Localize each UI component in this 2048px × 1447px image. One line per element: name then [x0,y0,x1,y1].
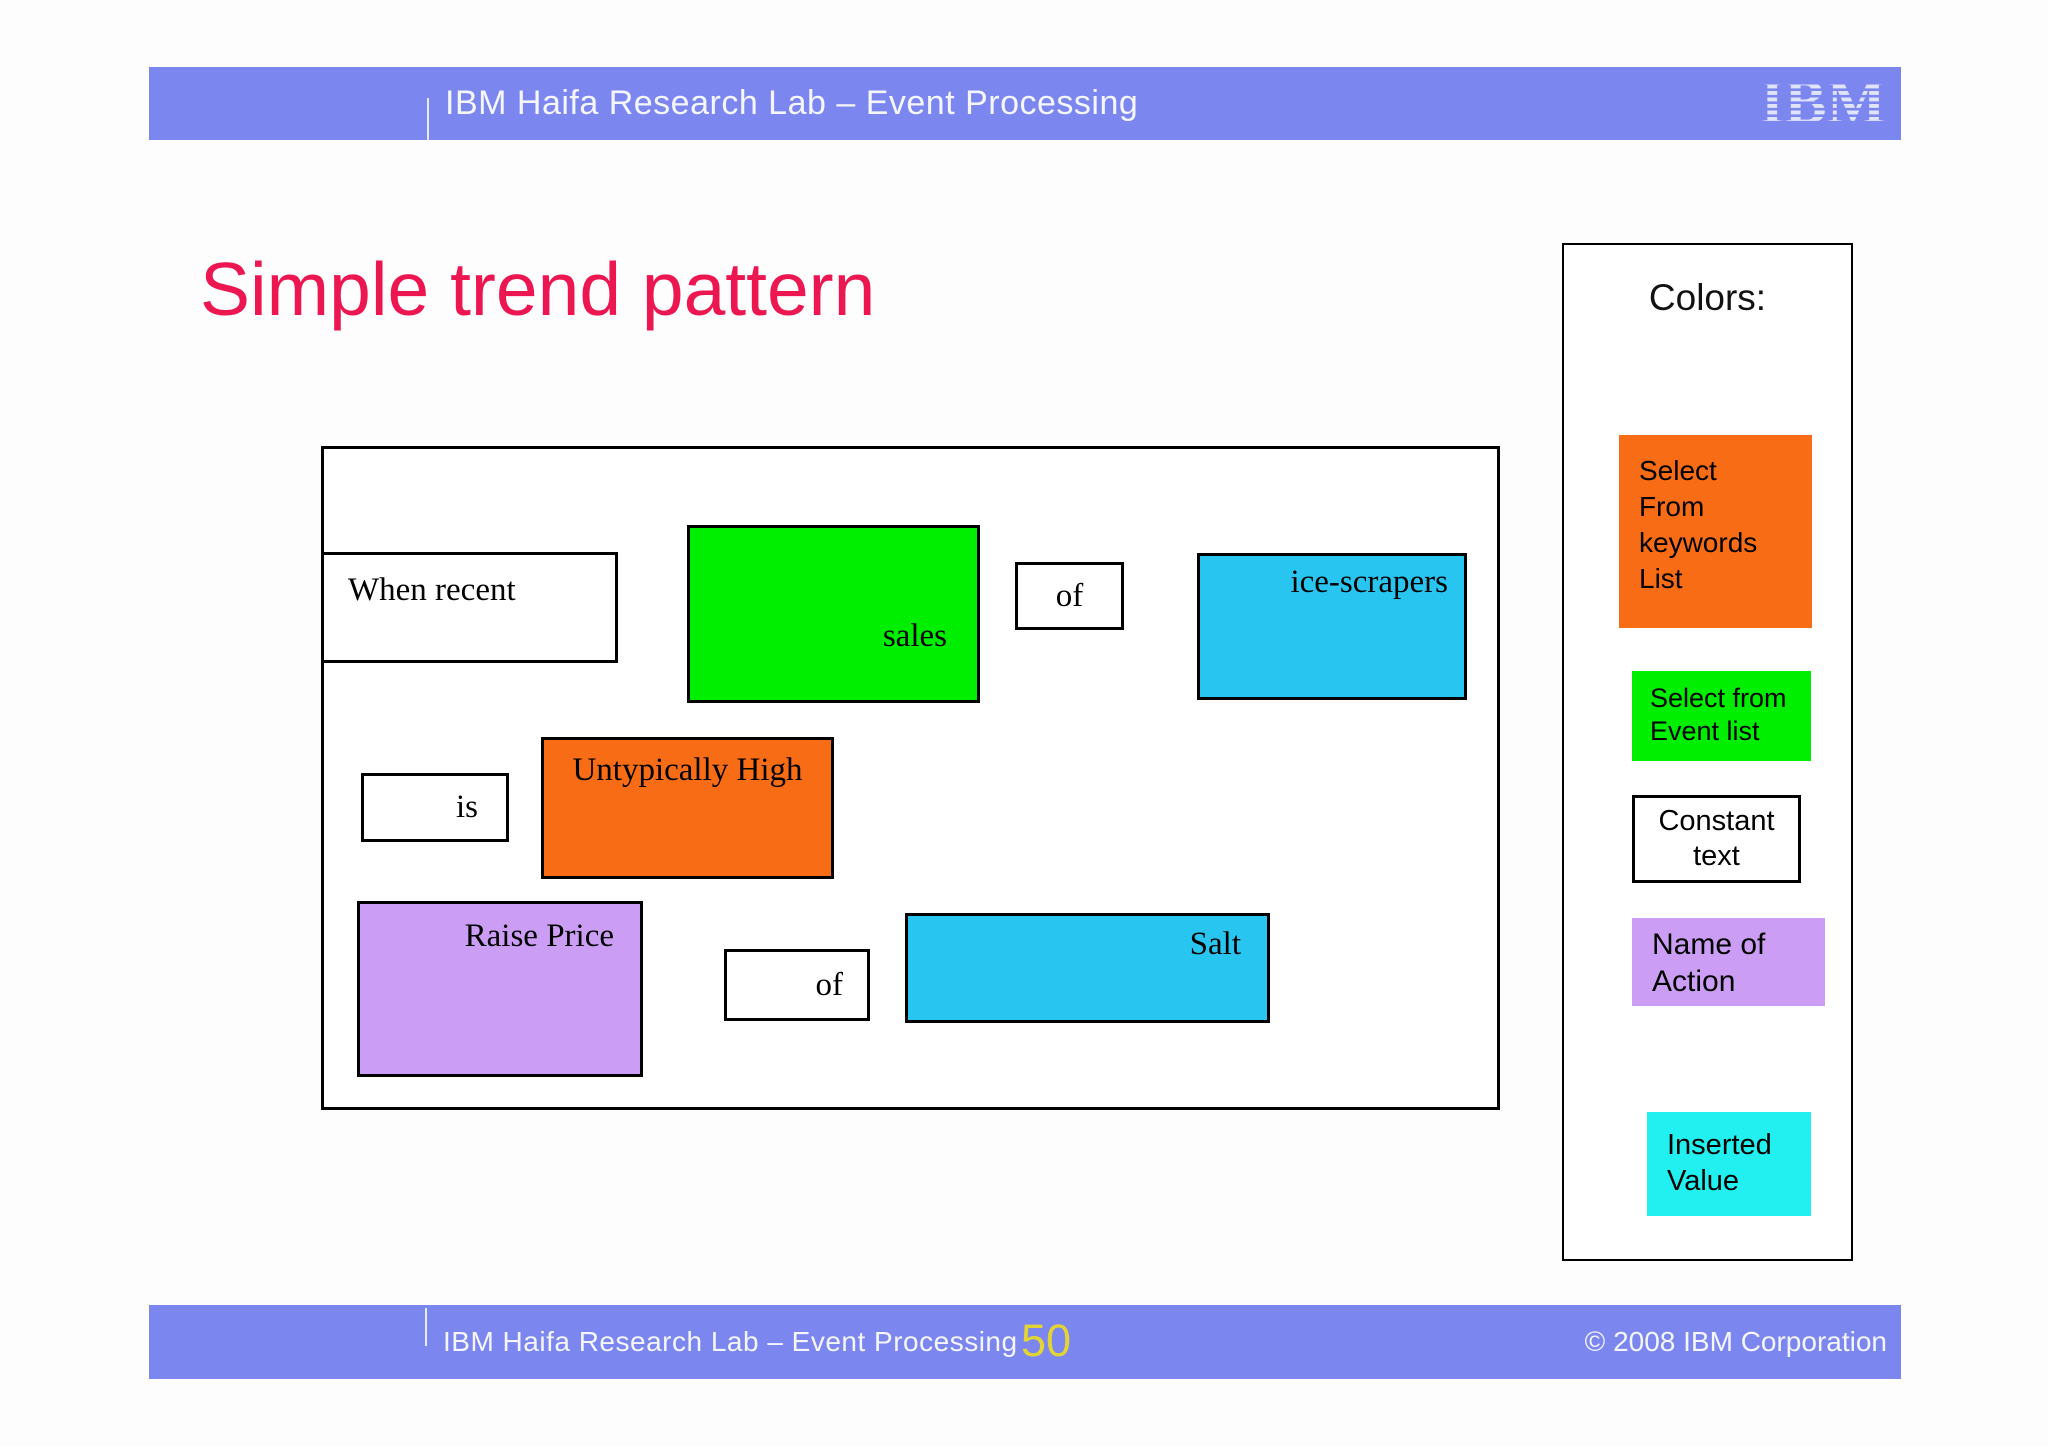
legend-item-event-list: Select from Event list [1632,671,1811,761]
box-label: ice-scrapers [1290,564,1448,600]
box-of-2: of [724,949,870,1021]
box-label: sales [882,618,947,654]
header-title: IBM Haifa Research Lab – Event Processin… [445,84,1139,122]
box-of-1: of [1015,562,1124,630]
footer-lab-title: IBM Haifa Research Lab – Event Processin… [443,1326,1018,1357]
ibm-logo-icon: IBM [1758,78,1888,128]
legend-panel: Colors: Select From keywords List Select… [1562,243,1853,1261]
legend-item-label: Select from Event list [1650,683,1787,746]
box-label: Raise Price [464,918,614,954]
box-sales: sales [687,525,980,703]
box-label: When recent [348,572,516,608]
legend-title: Colors: [1648,277,1767,318]
box-label: of [815,966,844,1003]
box-label: Salt [1189,926,1241,962]
legend-item-name-of-action: Name of Action [1632,918,1825,1006]
footer-divider [425,1308,427,1346]
box-is: is [361,773,509,842]
legend-item-inserted-value: Inserted Value [1647,1112,1811,1216]
box-untypically-high: Untypically High [541,737,834,879]
page-number: 50 [1021,1315,1072,1366]
box-when-recent: When recent [321,552,618,663]
box-ice-scrapers: ice-scrapers [1197,553,1467,700]
footer-bar: IBM Haifa Research Lab – Event Processin… [149,1305,1901,1379]
box-raise-price: Raise Price [357,901,643,1077]
box-label: is [455,789,478,825]
legend-item-label: Select From keywords List [1639,455,1758,594]
copyright-text: © 2008 IBM Corporation [1584,1326,1887,1357]
box-label: of [1055,577,1084,614]
legend-item-label: Name of Action [1652,928,1766,998]
legend-item-label: Constant text [1658,805,1775,872]
box-label: Untypically High [572,752,803,788]
legend-item-label: Inserted Value [1667,1129,1772,1197]
header-bar: IBM Haifa Research Lab – Event Processin… [149,67,1901,140]
header-divider [427,98,429,140]
box-salt: Salt [905,913,1270,1023]
page-title: Simple trend pattern [200,247,876,331]
legend-item-keywords-list: Select From keywords List [1619,435,1812,628]
legend-item-constant-text: Constant text [1632,795,1801,883]
